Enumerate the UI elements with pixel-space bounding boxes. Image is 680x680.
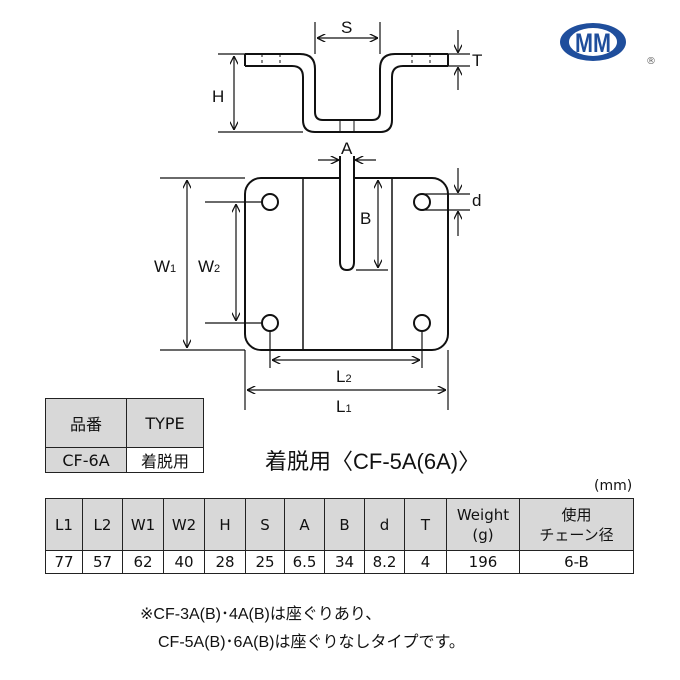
footnote-line-1: ※CF-3A(B)･4A(B)は座ぐりあり、 [140,606,382,623]
cell-L2: 57 [82,550,123,574]
cell-W1: 62 [122,550,164,574]
spec-table: L1 L2 W1 W2 H S A B d T Weight(g) 使用チェーン… [45,498,634,574]
label-W2: W2 [198,257,220,276]
table-header-row: L1 L2 W1 W2 H S A B d T Weight(g) 使用チェーン… [45,498,634,551]
brand-logo: MM ® [560,23,656,67]
header-W2: W2 [163,498,205,551]
cell-T: 4 [404,550,447,574]
side-view [244,53,449,133]
header-weight-label: Weight [456,505,510,524]
header-T: T [404,498,447,551]
cell-W2: 40 [163,550,205,574]
footnote-line-2: CF-5A(B)･6A(B)は座ぐりなしタイプです。 [158,634,465,651]
side-dimensions [218,22,470,133]
label-S: S [341,18,352,37]
header-S: S [245,498,285,551]
header-d: d [364,498,405,551]
mounting-hole [413,193,431,211]
cell-B: 34 [324,550,365,574]
plan-dimensions [160,160,470,410]
label-d: d [472,191,481,210]
mounting-hole [413,314,431,332]
type-table: 品番 TYPE CF-6A 着脱用 [45,398,204,473]
plan-view [244,156,449,351]
registered-mark: ® [646,56,656,67]
header-L2: L2 [82,498,123,551]
cell-L1: 77 [45,550,83,574]
label-B: B [360,209,371,228]
header-weight-unit: (g) [472,525,494,544]
label-H: H [212,87,224,106]
header-L1: L1 [45,498,83,551]
cell-type: 着脱用 [126,447,204,473]
cell-weight: 196 [446,550,520,574]
label-W1: W1 [154,257,176,276]
mounting-hole [261,193,279,211]
label-L1: L1 [336,397,352,416]
label-T: T [472,51,482,70]
cell-part-number: CF-6A [45,447,127,473]
header-chain-size: 使用チェーン径 [519,498,634,551]
cell-H: 28 [204,550,246,574]
header-chain-label-2: チェーン径 [539,525,614,544]
header-part-number: 品番 [45,398,127,448]
label-A: A [341,139,353,158]
header-W1: W1 [122,498,164,551]
header-weight: Weight(g) [446,498,520,551]
unit-label: (mm) [594,478,633,494]
cell-chain-size: 6-B [519,550,634,574]
header-A: A [284,498,325,551]
page-title: 着脱用〈CF-5A(6A)〉 [265,449,481,474]
mounting-hole [261,314,279,332]
header-type: TYPE [126,398,204,448]
label-L2: L2 [336,367,352,386]
header-H: H [204,498,246,551]
header-chain-label: 使用 [561,505,592,524]
logo-text: MM [575,28,611,58]
technical-drawing: S T H A B d W1 W2 L2 L1 [154,18,482,416]
table-row: 77 57 62 40 28 25 6.5 34 8.2 4 196 6-B [45,550,634,574]
cell-A: 6.5 [284,550,325,574]
cell-d: 8.2 [364,550,405,574]
header-B: B [324,498,365,551]
cell-S: 25 [245,550,285,574]
